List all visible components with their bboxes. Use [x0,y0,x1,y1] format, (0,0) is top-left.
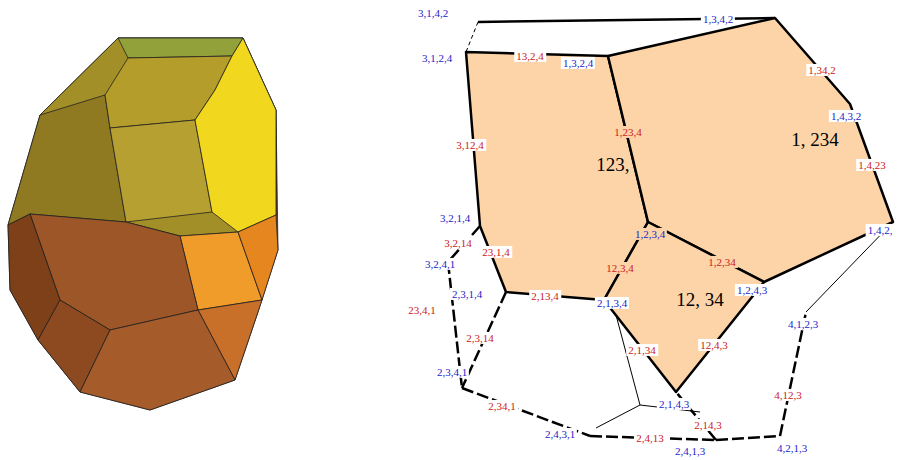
edge-label: 3,2,14 [442,237,474,249]
vertex-label: 3,2,4,1 [423,258,457,270]
edge-label: 3,12,4 [454,139,486,151]
edge-label: 4,12,3 [772,389,804,401]
solid-face [80,310,235,410]
polytope-edges [448,18,893,440]
face-label: 12, 34 [676,290,724,311]
vertex-label: 3,1,2,4 [420,52,454,64]
vertex-label: 2,1,4,3 [657,398,691,410]
edge-label: 12,4,3 [698,339,730,351]
edge-label: 13,2,4 [514,50,546,62]
polytope-edge [466,22,478,52]
edge-label: 2,13,4 [529,290,561,302]
edge-label: 23,4,1 [406,304,438,316]
vertex-label: 2,4,1,3 [673,445,707,457]
vertex-label: 1,2,4,3 [735,284,769,296]
hidden-edge [596,405,640,428]
edge-label: 2,34,1 [486,400,518,412]
solid-face [110,120,212,222]
vertex-label: 1,4,2, [866,224,895,236]
solid-face [8,38,278,410]
vertex-label: 3,2,1,4 [438,212,472,224]
edge-label: 1,34,2 [806,64,838,76]
edge-label: 1,23,4 [612,126,644,138]
edge-label: 2,3,14 [464,332,496,344]
edge-label: 1,4,23 [856,159,888,171]
edge-label: 2,1,34 [626,344,658,356]
solid-face [195,38,276,232]
polytope-edge [716,436,780,440]
vertex-label: 2,4,3,1 [543,428,577,440]
edge-label: 2,4,13 [634,432,666,444]
truncated-octahedron-render [8,38,278,410]
solid-face [238,215,278,300]
edge-label: 23,1,4 [480,246,512,258]
polytope-edge [780,312,806,436]
solid-face [118,38,243,58]
vertex-label: 2,3,4,1 [435,366,469,378]
face-label: 1, 234 [791,130,839,151]
edge-label: 1,2,34 [706,256,738,268]
vertex-label: 3,1,4,2 [416,7,450,19]
vertex-label: 4,2,1,3 [775,442,809,454]
vertex-label: 1,4,3,2 [829,110,863,122]
vertex-label: 1,3,4,2 [701,13,735,25]
edge-label: 12,3,4 [604,262,636,274]
edge-label: 2,14,3 [692,419,724,431]
vertex-label: 2,1,3,4 [595,297,629,309]
vertex-label: 1,2,3,4 [633,228,667,240]
vertex-label: 1,3,2,4 [561,57,595,69]
vertex-label: 2,3,1,4 [450,288,484,300]
vertex-label: 4,1,2,3 [786,318,820,330]
